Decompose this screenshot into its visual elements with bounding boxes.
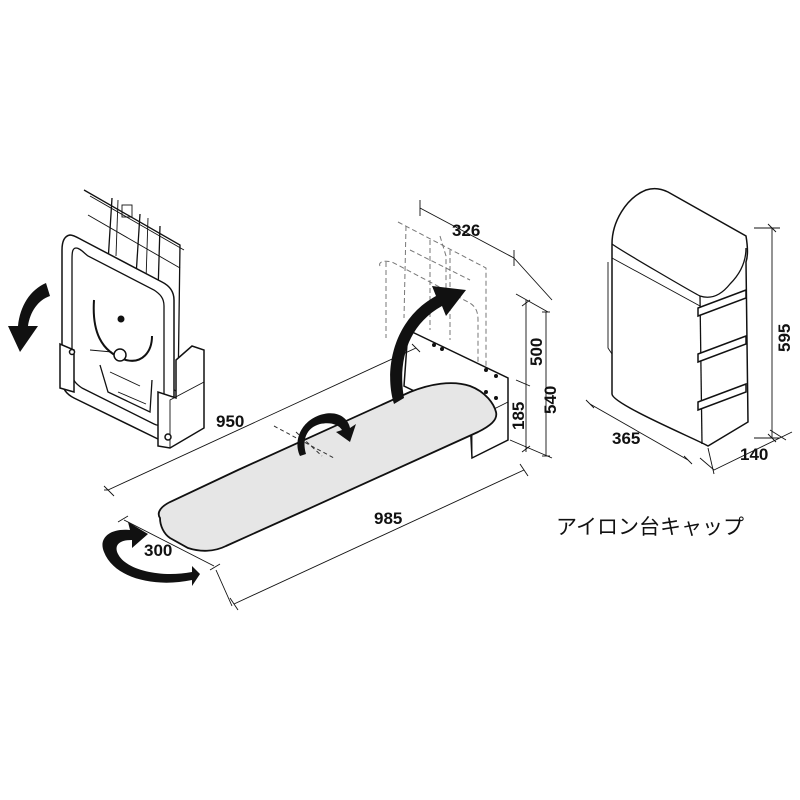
dimension-label-950: 950 <box>216 412 244 431</box>
dimension-label-326: 326 <box>452 221 480 240</box>
dimension-label-365: 365 <box>612 429 640 448</box>
folded-unit <box>8 189 205 449</box>
dimension-label-300: 300 <box>144 541 172 560</box>
ironing-board-assembly <box>102 200 553 611</box>
iron-cap-cabinet <box>585 187 793 475</box>
dimension-label-985: 985 <box>374 509 402 528</box>
dimension-label-540: 540 <box>541 386 560 414</box>
dimension-label-500: 500 <box>527 338 546 366</box>
dimension-label-185: 185 <box>509 402 528 430</box>
dimension-label-140: 140 <box>740 445 768 464</box>
iron-cap-caption: アイロン台キャップ <box>556 516 744 539</box>
dimension-label-595: 595 <box>775 324 794 352</box>
